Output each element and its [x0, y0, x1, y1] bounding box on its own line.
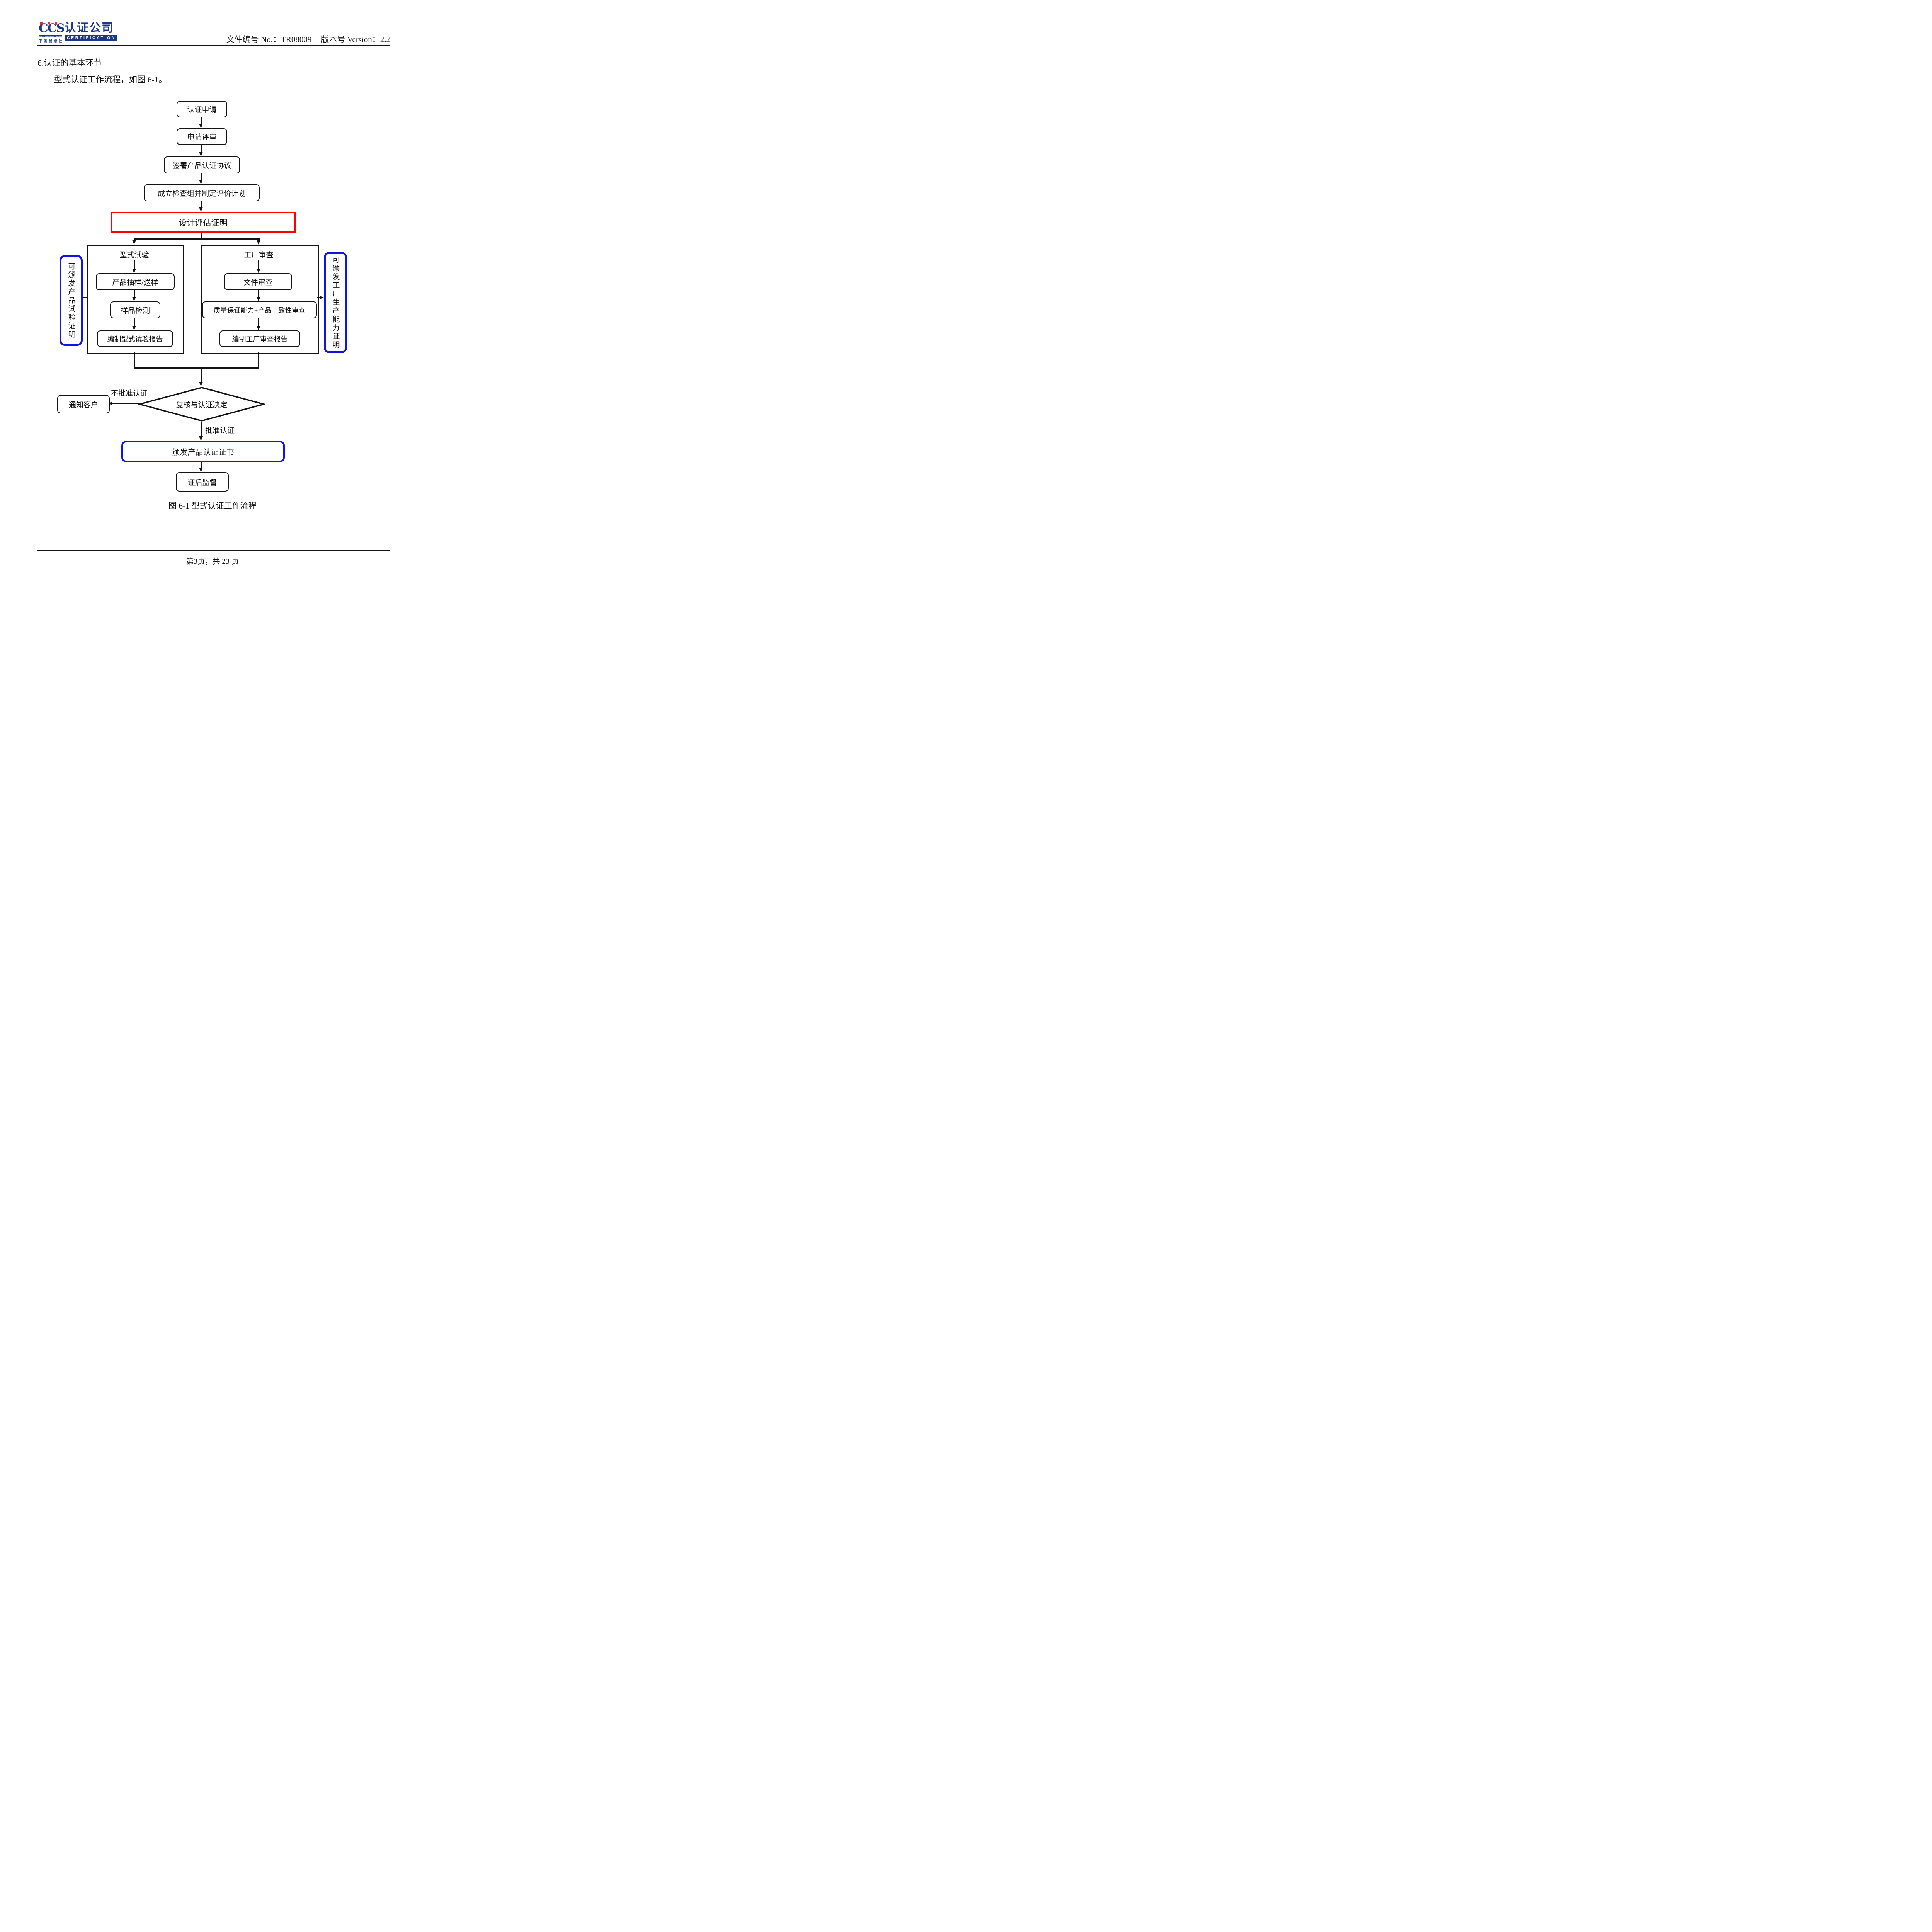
connector: [134, 317, 135, 326]
ccs-red-flag-icon: [48, 22, 50, 26]
arrowhead-down: [199, 124, 203, 128]
figure-caption: 图 6-1 型式认证工作流程: [168, 501, 257, 510]
arrowhead-down: [199, 436, 203, 441]
flow-node-apply: 认证申请: [177, 101, 227, 117]
doc-version: 版本号 Version：2.2: [321, 35, 390, 44]
connector: [201, 367, 202, 382]
connector: [134, 238, 260, 240]
document-page: CCS CHINA CLASSIFICATION SOCIETY 中国船级社 认…: [0, 0, 425, 603]
arrowhead-down: [257, 326, 260, 330]
header-doc-info: 文件编号 No.：TR08009 版本号 Version：2.2: [226, 33, 390, 45]
company-cn-label: 认证公司: [65, 22, 114, 34]
doc-number: 文件编号 No.：TR08009: [226, 35, 312, 44]
ccs-logo-left: CCS CHINA CLASSIFICATION SOCIETY 中国船级社: [39, 21, 65, 43]
connector: [258, 352, 259, 369]
connector: [201, 143, 202, 152]
ccs-letters: CCS: [39, 21, 65, 35]
arrowhead-down: [257, 269, 260, 273]
footer-rule: [37, 550, 390, 551]
side-box-product-test-cert: 可颁发产品试验证明: [60, 255, 83, 346]
society-cn-label: 中国船级社: [39, 39, 64, 43]
flow-node-doc-review: 文件审查: [224, 273, 292, 290]
edge-label-approve: 批准认证: [205, 427, 235, 435]
arrowhead-down: [132, 297, 136, 301]
decision-label: 复核与认证决定: [176, 401, 228, 409]
flow-node-factory-report: 编制工厂审查报告: [219, 330, 300, 347]
connector: [317, 297, 320, 298]
flow-node-design-eval: 设计评估证明: [111, 212, 296, 233]
factory-audit-title: 工厂审查: [244, 251, 274, 259]
flow-node-sampling: 产品抽样/送样: [96, 273, 175, 290]
flow-node-review: 申请评审: [177, 128, 227, 145]
connector: [201, 230, 202, 238]
connector: [134, 289, 135, 297]
connector: [112, 403, 139, 404]
connector: [134, 367, 259, 369]
connector: [258, 317, 259, 326]
arrowhead-down: [199, 382, 203, 386]
ccs-logo-text: CCS: [39, 21, 65, 35]
connector: [134, 260, 135, 269]
header-rule: [37, 45, 390, 46]
ccs-red-flag-icon: [55, 22, 57, 26]
flow-node-sample-test: 样品检测: [110, 301, 160, 318]
flow-node-type-test-report: 编制型式试验报告: [97, 330, 173, 347]
certification-en-bar: CERTIFICATION: [65, 35, 118, 41]
flow-node-sign-agreement: 签署产品认证协议: [164, 156, 240, 173]
flow-node-team-plan: 成立检查组并制定评价计划: [144, 184, 260, 201]
connector: [201, 200, 202, 207]
ccs-red-flag-icon: [40, 22, 43, 26]
ccs-logo: CCS CHINA CLASSIFICATION SOCIETY 中国船级社 认…: [39, 21, 118, 43]
section-heading: 6.认证的基本环节: [37, 58, 102, 68]
decision-diamond: [138, 387, 265, 422]
society-en-bar: CHINA CLASSIFICATION SOCIETY: [39, 35, 62, 37]
connector: [201, 459, 202, 468]
ccs-logo-right: 认证公司 CERTIFICATION: [65, 22, 118, 41]
connector: [134, 352, 135, 369]
flow-node-post-cert-supervision: 证后监督: [176, 472, 229, 492]
arrowhead-down: [132, 326, 136, 330]
arrowhead-left: [108, 401, 112, 405]
flow-node-issue-certificate: 颁发产品认证证书: [121, 441, 285, 462]
connector: [201, 116, 202, 124]
arrowhead-down: [199, 180, 203, 184]
page-number: 第3页，共 23 页: [186, 558, 239, 566]
connector: [83, 297, 87, 298]
arrowhead-down: [199, 468, 203, 472]
flow-node-qa-consistency: 质量保证能力+产品一致性审查: [202, 301, 317, 318]
section-intro: 型式认证工作流程，如图 6-1。: [54, 75, 167, 84]
arrowhead-down: [132, 269, 136, 273]
arrowhead-down: [199, 207, 203, 212]
side-box-factory-capability-cert: 可颁发工厂生产能力证明: [324, 252, 347, 353]
connector: [258, 260, 259, 269]
edge-label-reject: 不批准认证: [111, 389, 148, 398]
connector: [258, 289, 259, 297]
connector: [201, 422, 202, 436]
arrowhead-right: [320, 296, 324, 299]
connector: [201, 172, 202, 180]
type-test-title: 型式试验: [119, 251, 149, 259]
arrowhead-down: [132, 240, 136, 245]
arrowhead-down: [257, 297, 260, 301]
arrowhead-down: [257, 240, 260, 245]
flow-node-notify-client: 通知客户: [57, 395, 110, 413]
arrowhead-down: [199, 152, 203, 156]
